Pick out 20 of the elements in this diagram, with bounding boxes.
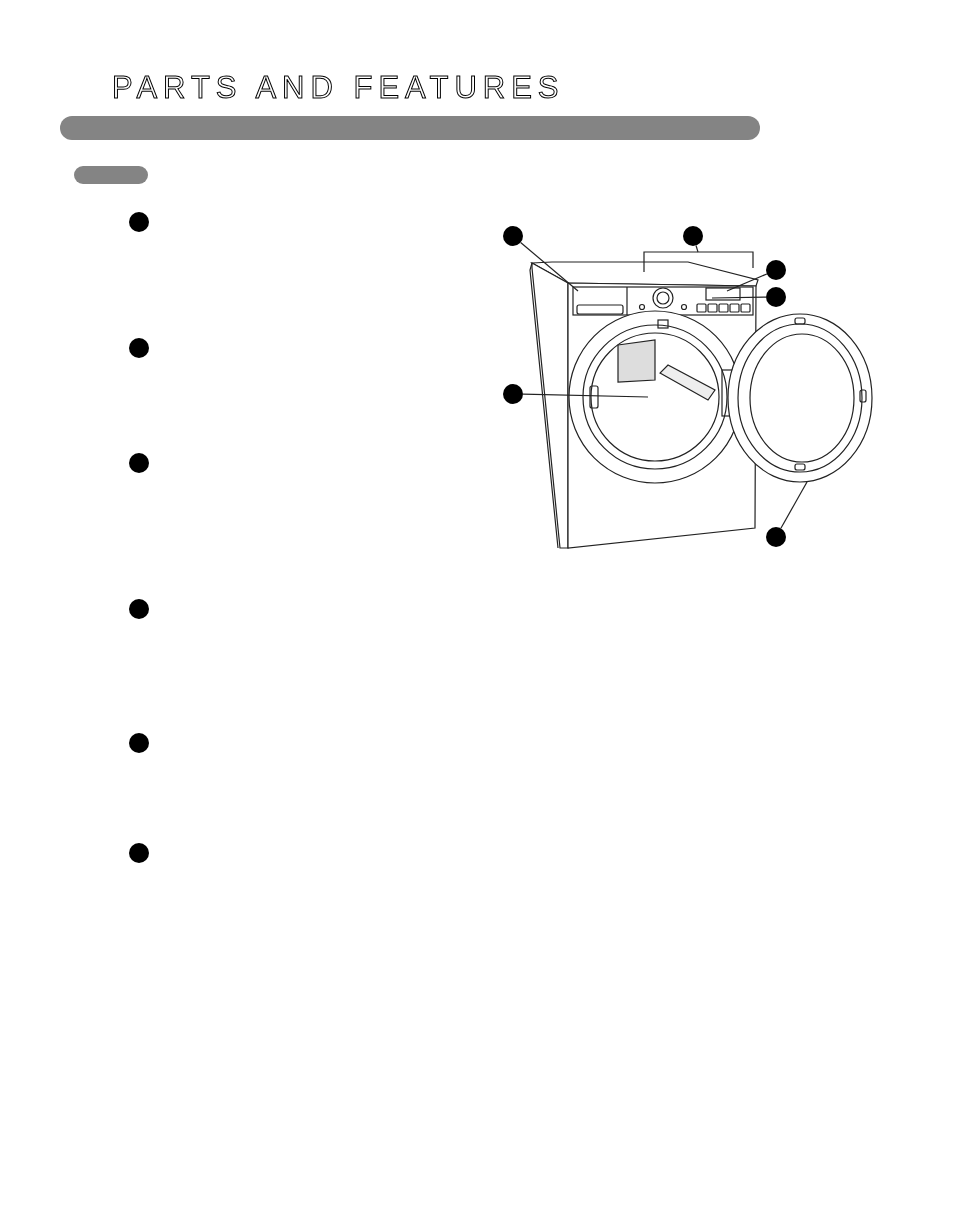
page-title: PARTS AND FEATURES bbox=[112, 70, 565, 106]
callout-dot bbox=[129, 733, 149, 753]
leader-line bbox=[711, 296, 767, 299]
callout-dot bbox=[129, 212, 149, 232]
callout-dot bbox=[503, 384, 523, 404]
callout-dot bbox=[129, 843, 149, 863]
callout-dot bbox=[503, 226, 523, 246]
bracket bbox=[643, 251, 755, 273]
leader-line bbox=[726, 273, 768, 292]
callout-dot bbox=[766, 287, 786, 307]
leader-line bbox=[780, 481, 808, 529]
callout-dot bbox=[683, 226, 703, 246]
callout-dot bbox=[129, 599, 149, 619]
leader-line bbox=[520, 241, 579, 292]
callout-dot bbox=[129, 338, 149, 358]
leader-line bbox=[522, 393, 649, 398]
callout-dot bbox=[129, 453, 149, 473]
callout-dot bbox=[766, 527, 786, 547]
callout-dot bbox=[766, 260, 786, 280]
leader-line bbox=[695, 244, 699, 253]
